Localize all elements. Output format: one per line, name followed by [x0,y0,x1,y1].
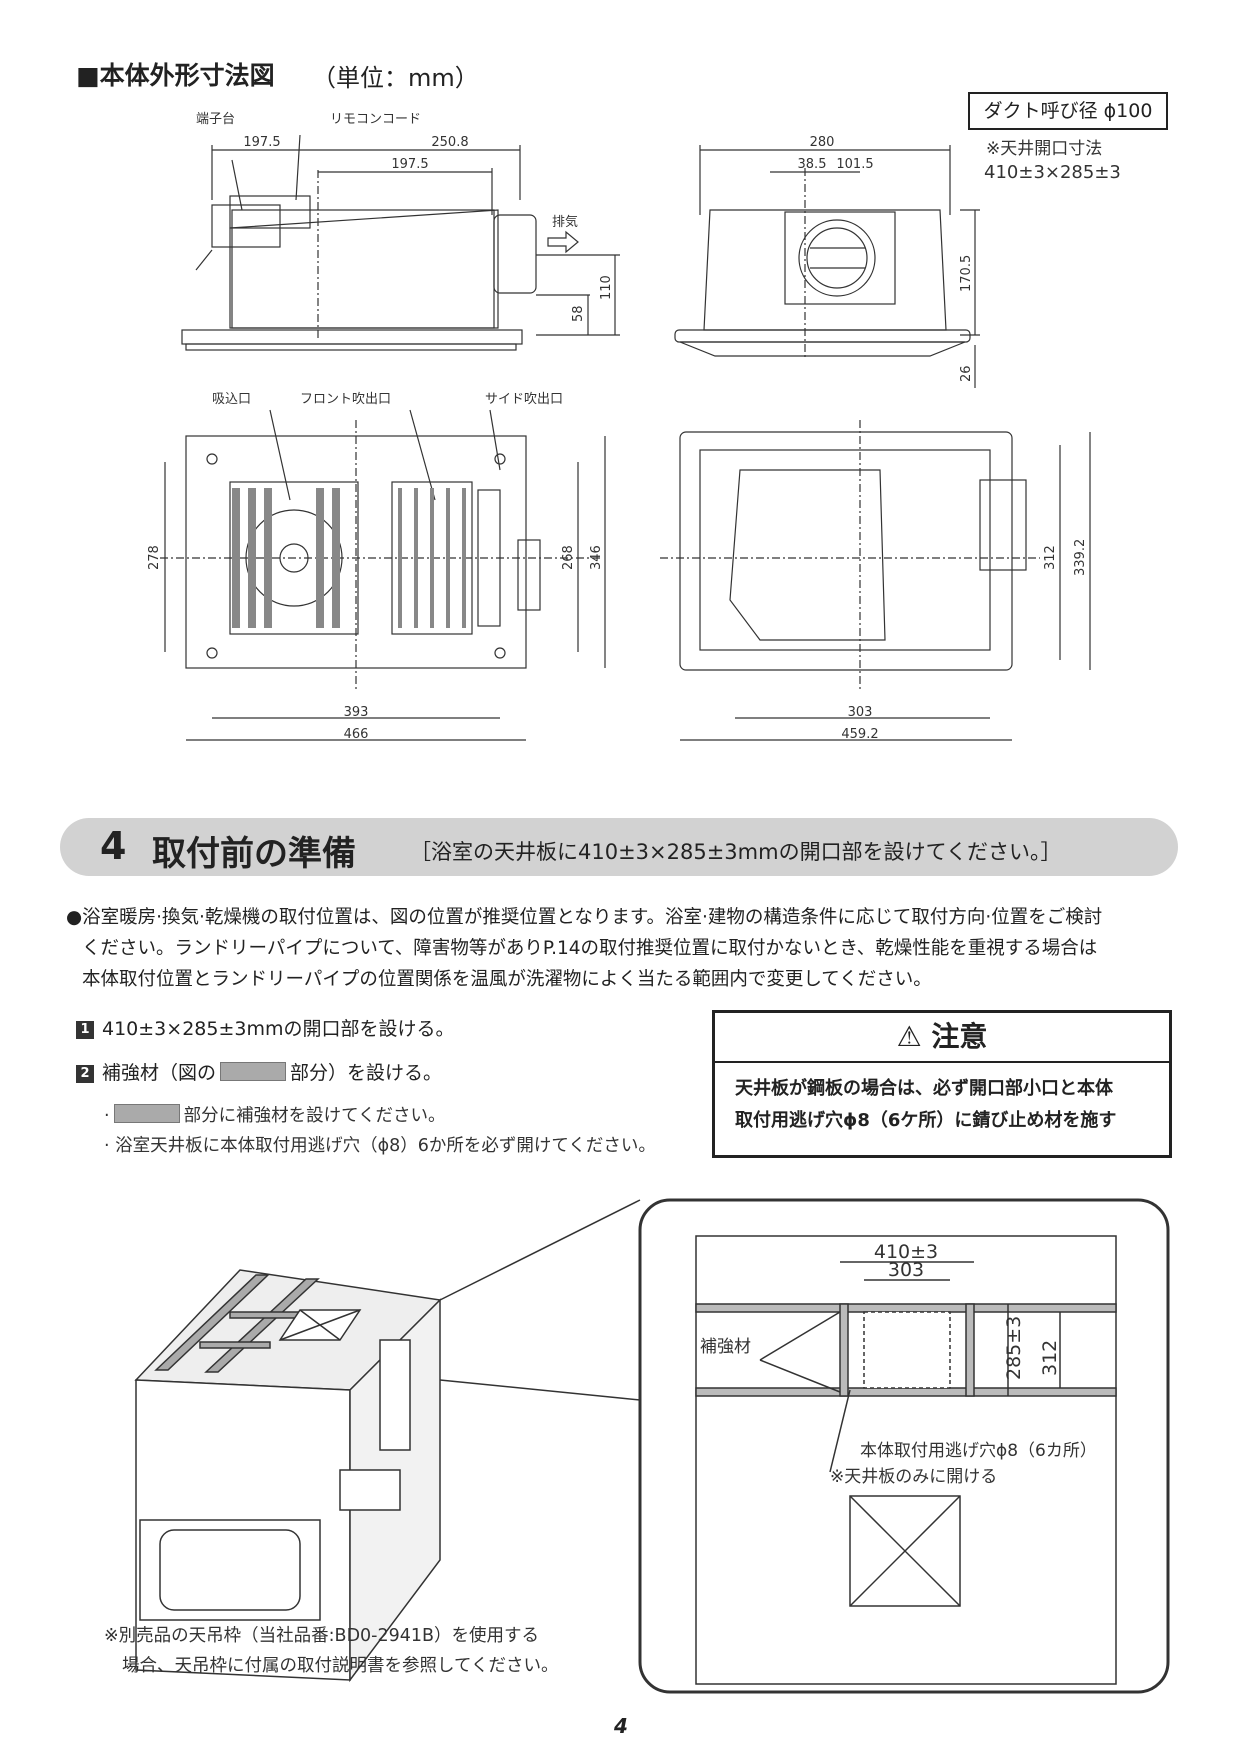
page-number: 4 [614,1714,628,1738]
reinforce-label: 補強材 [700,1337,751,1357]
dim-197-5-a: 197.5 [243,135,280,150]
dim-38-5: 38.5 [798,157,827,172]
dim-393: 393 [344,705,369,720]
bullet-1-dot: · [104,1106,110,1126]
holes-label: 本体取付用逃げ穴ϕ8（6カ所） [860,1441,1097,1461]
top-view-drawing [660,420,1091,741]
footnote-line-2: 場合、天吊枠に付属の取付説明書を参照してください。 [122,1656,559,1676]
step-2-number: 2 [76,1065,94,1083]
ceiling-opening-size: 410±3×285±3 [984,162,1121,183]
section-bar [60,818,1178,876]
caution-box: ⚠ 注意 天井板が鋼板の場合は、必ず開口部小口と本体 取付用逃げ穴ϕ8（6ケ所）… [712,1010,1172,1158]
dim-346: 346 [589,545,604,570]
dim-312: 312 [1043,545,1058,570]
caution-line-2: 取付用逃げ穴ϕ8（6ケ所）に錆び止め材を施す [735,1110,1117,1131]
step-2: 2 補強材（図の 部分）を設ける。 [76,1058,442,1085]
dimension-drawings: 端子台 リモコンコード 197.5 250.8 197.5 排気 110 58 … [147,112,1091,742]
dim-459-2: 459.2 [841,727,878,742]
dim-250-8: 250.8 [431,135,468,150]
dim-303: 303 [848,705,873,720]
step-1: 1 410±3×285±3mmの開口部を設ける。 [76,1014,454,1041]
step-2-text-b: 部分）を設ける。 [290,1062,443,1084]
unit-label: （単位：mm） [312,64,479,92]
step-2-text-a: 補強材（図の [102,1062,217,1084]
intro-line-3: 本体取付位置とランドリーパイプの位置関係を温風が洗濯物によく当たる範囲内で変更し… [82,969,932,990]
dim-466: 466 [344,727,369,742]
step-1-text: 410±3×285±3mmの開口部を設ける。 [102,1018,455,1040]
exhaust-label: 排気 [552,214,578,230]
bullet-2: · 浴室天井板に本体取付用逃げ穴（ϕ8）6か所を必ず開けてください。 [104,1136,656,1156]
detail-dim-303: 303 [888,1259,924,1281]
bullet-1: · 部分に補強材を設けてください。 [104,1102,446,1127]
intro-line-2: ください。ランドリーパイプについて、障害物等がありP.14の取付推奨位置に取付か… [82,938,1098,959]
terminal-label: 端子台 [196,112,235,127]
installation-illustration: 410±3 303 285±3 312 補強材 本体取付用逃げ穴ϕ8（6カ所） … [134,1198,1170,1694]
intake-label: 吸込口 [212,392,251,407]
dim-26: 26 [959,365,974,382]
caution-line-1: 天井板が鋼板の場合は、必ず開口部小口と本体 [735,1078,1113,1099]
detail-dim-410: 410±3 [874,1241,938,1263]
detail-dim-285: 285±3 [1003,1316,1025,1380]
dim-101-5: 101.5 [836,157,873,172]
side-view-drawing [181,134,620,351]
bullet-1-text: 部分に補強材を設けてください。 [183,1106,446,1126]
dim-197-5-b: 197.5 [391,157,428,172]
section-title: 取付前の準備 [152,834,356,874]
dim-110: 110 [599,275,614,300]
section-subtitle: ［浴室の天井板に410±3×285±3mmの開口部を設けてください。］ [410,840,1062,864]
intro-line-1: ●浴室暖房·換気·乾燥機の取付位置は、図の位置が推奨位置となります。浴室·建物の… [66,907,1103,928]
caution-title: ⚠ 注意 [715,1013,1169,1063]
front-view-drawing [674,145,980,388]
remote-cord-label: リモコンコード [330,112,421,127]
ceiling-opening-note: ※天井開口寸法 [986,139,1103,159]
dim-280: 280 [810,135,835,150]
side-outlet-label: サイド吹出口 [485,392,563,407]
dim-339-2: 339.2 [1073,539,1088,576]
duct-diameter-box: ダクト呼び径 ϕ100 [968,92,1168,130]
page-title: ■本体外形寸法図 [76,61,275,90]
holes-note: ※天井板のみに開ける [830,1467,997,1487]
footnote-line-1: ※別売品の天吊枠（当社品番:BD0-2941B）を使用する [104,1626,540,1646]
reinforcement-swatch-2 [113,1104,180,1123]
dim-170-5: 170.5 [959,255,974,292]
bottom-view-drawing [160,409,606,741]
dim-268: 268 [561,545,576,570]
dim-278: 278 [147,545,162,570]
step-1-number: 1 [76,1021,94,1039]
section-number: 4 [100,824,127,868]
detail-dim-312: 312 [1039,1340,1061,1376]
front-outlet-label: フロント吹出口 [300,392,391,407]
dim-58: 58 [571,305,586,322]
reinforcement-swatch [220,1062,287,1081]
